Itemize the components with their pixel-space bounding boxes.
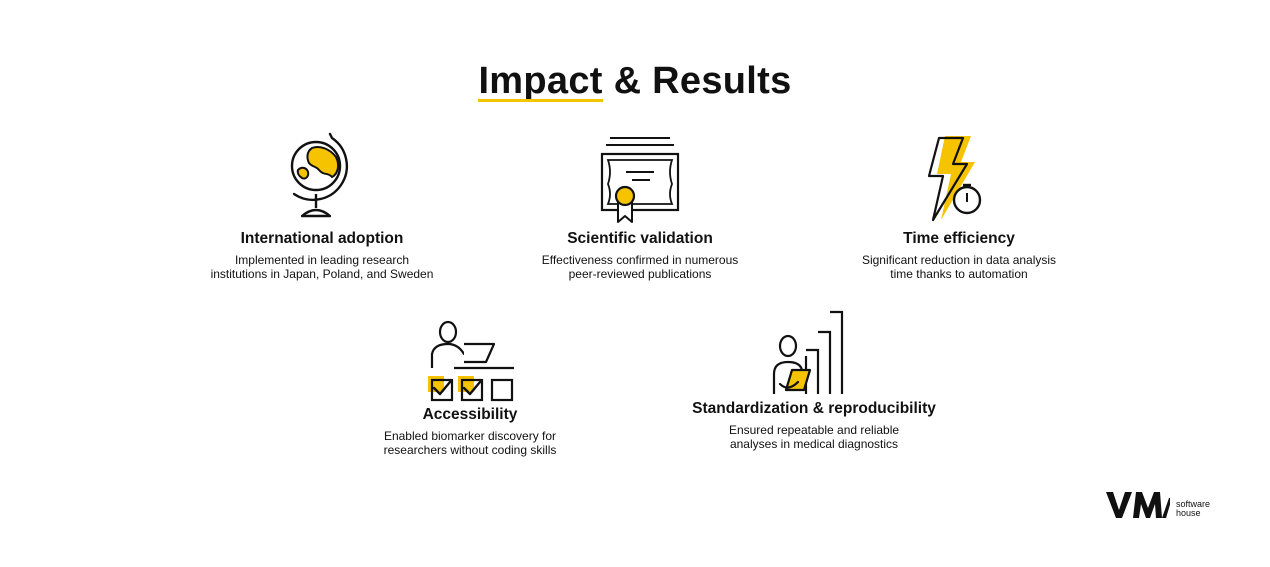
card-title: Accessibility xyxy=(422,406,518,423)
card-scientific-validation: Scientific validation Effectiveness conf… xyxy=(510,132,770,281)
card-standardization: Standardization & reproducibility Ensure… xyxy=(664,308,964,451)
person-bar-chart-icon xyxy=(772,310,844,394)
globe-icon xyxy=(290,132,349,218)
card-international-adoption: International adoption Implemented in le… xyxy=(192,132,452,281)
title-rest: & Results xyxy=(613,60,792,102)
logo-text-line: software xyxy=(1176,499,1211,509)
card-description: Implemented in leading research institut… xyxy=(192,253,452,281)
card-description: Effectiveness confirmed in numerous peer… xyxy=(510,253,770,281)
lightning-stopwatch-icon xyxy=(927,136,982,222)
card-title: Standardization & reproducibility xyxy=(692,400,936,417)
card-accessibility: Accessibility Enabled biomarker discover… xyxy=(340,312,600,457)
card-time-efficiency: Time efficiency Significant reduction in… xyxy=(829,132,1089,281)
card-description: Significant reduction in data analysis t… xyxy=(829,253,1089,281)
card-description: Enabled biomarker discovery for research… xyxy=(340,429,600,457)
title-highlight: Impact xyxy=(478,60,604,102)
card-title: International adoption xyxy=(240,230,404,247)
certificate-icon xyxy=(600,137,680,223)
person-laptop-checkboxes-icon xyxy=(428,320,514,402)
card-description-line: Effectiveness confirmed in numerous xyxy=(541,253,739,267)
card-description-line: time thanks to automation xyxy=(890,267,1028,281)
card-description-line: Significant reduction in data analysis xyxy=(861,253,1057,267)
card-description-line: Implemented in leading research xyxy=(234,253,410,267)
card-description-line: institutions in Japan, Poland, and Swede… xyxy=(210,267,434,281)
card-description-line: peer-reviewed publications xyxy=(568,267,712,281)
vm-software-house-logo: software house xyxy=(1106,490,1218,520)
logo-text-line: house xyxy=(1176,508,1201,518)
card-description-line: researchers without coding skills xyxy=(383,443,557,457)
card-description-line: Enabled biomarker discovery for xyxy=(383,429,557,443)
card-description-line: Ensured repeatable and reliable xyxy=(728,423,900,437)
card-title: Time efficiency xyxy=(903,230,1015,247)
card-description: Ensured repeatable and reliable analyses… xyxy=(664,423,964,451)
card-title: Scientific validation xyxy=(567,230,713,247)
vm-logo-mark xyxy=(1106,492,1170,518)
card-description-line: analyses in medical diagnostics xyxy=(729,437,899,451)
page-title: Impact & Results xyxy=(0,60,1270,103)
